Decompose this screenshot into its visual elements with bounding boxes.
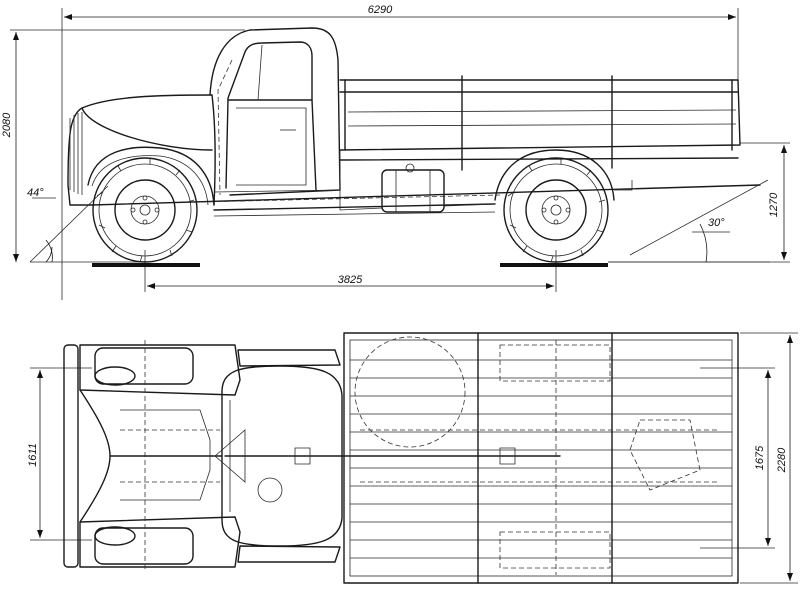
rear-track-dimension: 1675 [700,367,775,549]
departure-angle: 30° [608,179,770,263]
rear-track-label: 1675 [754,445,766,470]
overall-width-label: 2280 [776,447,788,473]
chassis-frame [91,180,761,217]
hidden-components [354,336,720,575]
cargo-bed-top [343,332,739,584]
side-view: 6290 2080 1270 44° [1,4,790,300]
wheelbase-dimension: 3825 [144,250,557,292]
departure-angle-label: 30° [708,217,725,229]
universal-joints [294,447,516,465]
overall-length-dimension: 6290 [61,4,739,300]
overall-height-dimension: 2080 [1,29,245,262]
wheelbase-label: 3825 [338,274,363,286]
overall-length-label: 6290 [368,4,393,16]
front-wheel [92,157,198,263]
rear-wheel [494,149,615,263]
hood-and-grille [67,94,216,206]
running-board [213,189,496,211]
cab [209,27,341,196]
front-track-label: 1611 [27,443,39,467]
approach-angle: 44° [27,185,145,263]
front-track-dimension: 1611 [27,367,92,541]
fuel-tank [381,163,445,213]
overall-height-label: 2080 [1,112,13,138]
cargo-body [339,75,741,210]
hood-top [79,389,223,523]
overall-width-dimension: 2280 [740,332,798,584]
approach-angle-label: 44° [27,187,44,199]
front-wheels-top [94,340,194,570]
top-view: 1611 1675 2280 [27,332,798,584]
platform-height-dimension: 1270 [608,142,790,263]
platform-height-label: 1270 [768,192,780,217]
front-bumper [63,344,79,568]
